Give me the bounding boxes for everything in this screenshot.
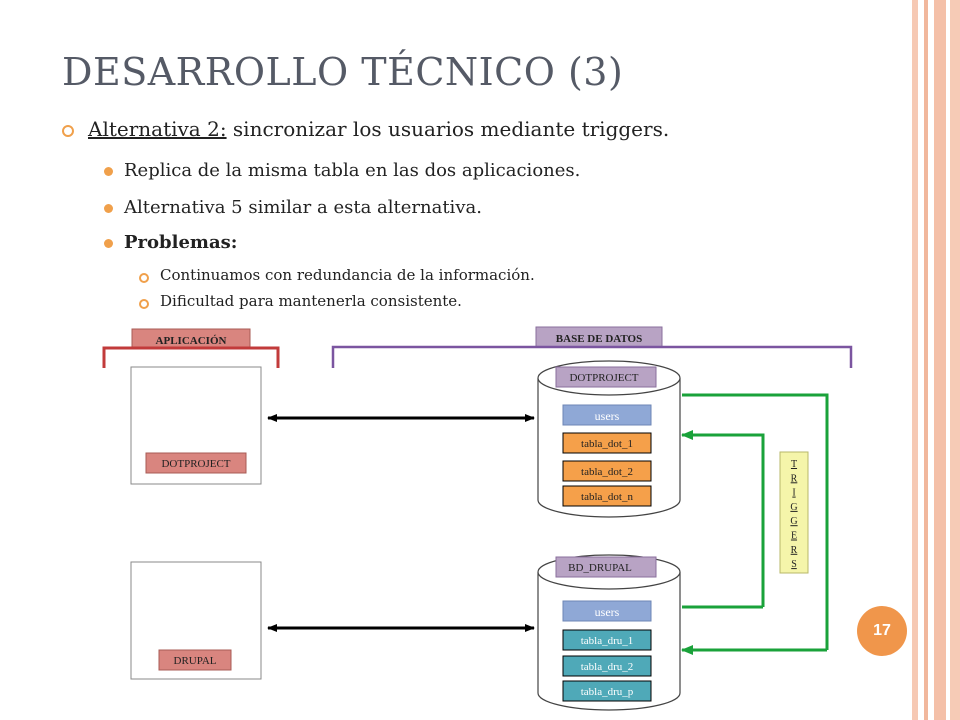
app-header-label: APLICACIÓN bbox=[156, 335, 227, 347]
db-header-label: BASE DE DATOS bbox=[556, 333, 642, 345]
table-users-drupal-bg bbox=[562, 600, 652, 622]
triggers-letter: S bbox=[791, 559, 797, 570]
table-dot-n-bg bbox=[562, 485, 652, 507]
bullet-underlined-text: Alternativa 2: bbox=[88, 117, 227, 141]
db-name-dotproject-bg bbox=[555, 366, 657, 388]
trigger-arrow-to-dotproject bbox=[681, 430, 765, 607]
decor-stripe bbox=[950, 0, 960, 720]
bullet-marker-level2 bbox=[104, 167, 113, 176]
triggers-letter: E bbox=[791, 531, 797, 542]
bullet-marker-level3 bbox=[139, 273, 149, 283]
db-name-dotproject: DOTPROJECT bbox=[569, 372, 638, 384]
bullet-marker-level2 bbox=[104, 239, 113, 248]
triggers-letter: R bbox=[791, 473, 798, 484]
decor-stripe bbox=[912, 0, 918, 720]
db-bracket bbox=[331, 345, 853, 368]
app-box-dotproject-label-bg bbox=[145, 452, 247, 474]
bullet-replica: Replica de la misma tabla en las dos apl… bbox=[124, 160, 581, 181]
bullet-marker-level3 bbox=[139, 299, 149, 309]
bullet-marker-level1 bbox=[62, 125, 74, 137]
trigger-line-from-dotproject bbox=[682, 393, 829, 650]
app-bracket bbox=[102, 346, 280, 368]
app-box-drupal-label: DRUPAL bbox=[174, 655, 217, 667]
db-name-drupal: BD_DRUPAL bbox=[568, 562, 632, 574]
triggers-letter: G bbox=[790, 516, 797, 527]
triggers-letter: T bbox=[791, 459, 797, 470]
triggers-letter: R bbox=[791, 545, 798, 556]
bullet-marker-level2 bbox=[104, 204, 113, 213]
table-dru-1: tabla_dru_1 bbox=[581, 635, 634, 647]
app-box-drupal-label-bg bbox=[158, 649, 232, 671]
app-box-dotproject-label: DOTPROJECT bbox=[161, 458, 230, 470]
bullet-redundancia: Continuamos con redundancia de la inform… bbox=[160, 266, 535, 284]
bullet-alternativa-2: Alternativa 2: sincronizar los usuarios … bbox=[88, 117, 669, 141]
table-users-dotproject-bg bbox=[562, 404, 652, 426]
triggers-letter: I bbox=[792, 488, 795, 499]
page-number-badge: 17 bbox=[857, 606, 907, 656]
bullet-alternativa-5: Alternativa 5 similar a esta alternativa… bbox=[124, 197, 482, 218]
table-dot-1: tabla_dot_1 bbox=[581, 438, 633, 450]
table-dot-2-bg bbox=[562, 460, 652, 482]
decor-stripe bbox=[924, 0, 928, 720]
table-dot-n: tabla_dot_n bbox=[581, 491, 633, 503]
table-dru-p: tabla_dru_p bbox=[581, 686, 634, 698]
table-dru-2: tabla_dru_2 bbox=[581, 661, 634, 673]
table-dru-2-bg bbox=[562, 655, 652, 677]
decor-stripe bbox=[934, 0, 946, 720]
bullet-text: sincronizar los usuarios mediante trigge… bbox=[226, 117, 670, 141]
triggers-letter: G bbox=[790, 502, 797, 513]
table-dot-1-bg bbox=[562, 432, 652, 454]
sync-diagram: APLICACIÓN BASE DE DATOS DOTPROJECT DRUP… bbox=[102, 326, 853, 711]
slide-title: DESARROLLO TÉCNICO (3) bbox=[62, 50, 624, 94]
table-dru-1-bg bbox=[562, 629, 652, 651]
table-dot-2: tabla_dot_2 bbox=[581, 466, 633, 478]
table-dru-p-bg bbox=[562, 680, 652, 702]
table-users-dotproject: users bbox=[595, 409, 620, 423]
bullet-dificultad: Dificultad para mantenerla consistente. bbox=[160, 292, 462, 310]
db-name-drupal-bg bbox=[555, 556, 657, 578]
table-users-drupal: users bbox=[595, 605, 620, 619]
triggers-box bbox=[779, 451, 809, 574]
bullet-problemas: Problemas: bbox=[124, 232, 238, 253]
